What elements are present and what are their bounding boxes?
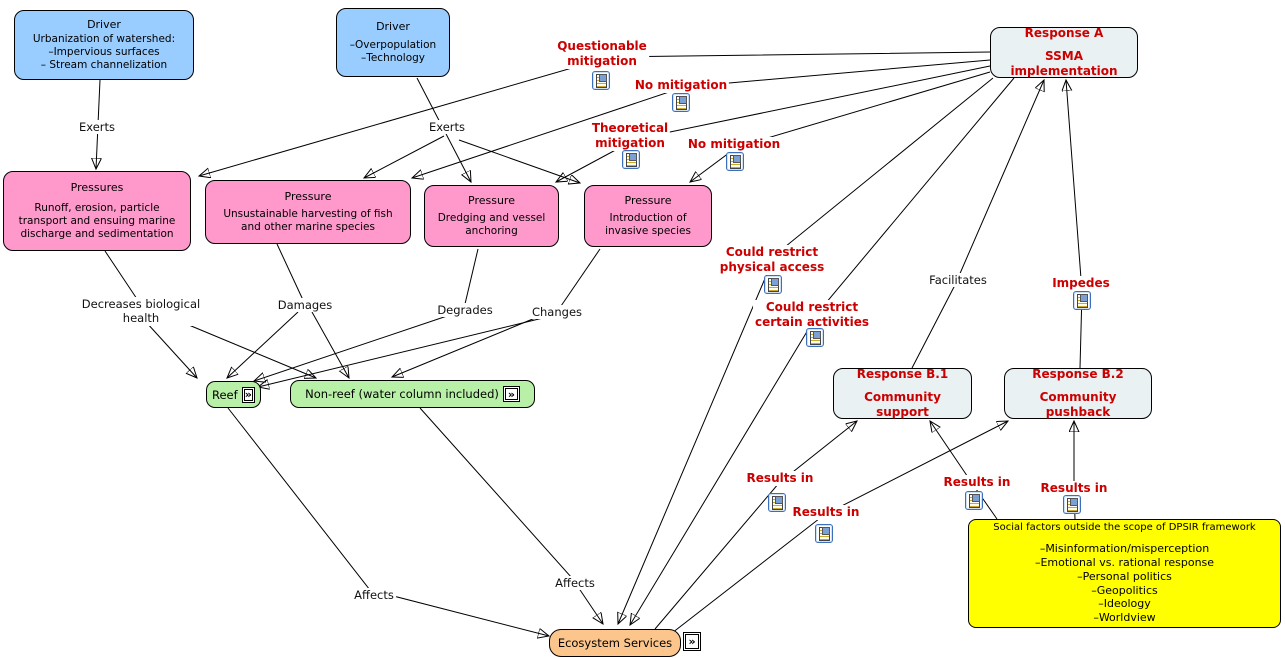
- edge-label-results-in-2[interactable]: Results in: [790, 505, 862, 520]
- node-label: Ecosystem Services: [557, 636, 673, 650]
- node-body: Introduction of invasive species: [605, 211, 691, 238]
- edge-label-results-in-3[interactable]: Results in: [941, 475, 1013, 490]
- node-pressures-runoff[interactable]: Pressures Runoff, erosion, particle tran…: [3, 171, 191, 251]
- node-title: Social factors outside the scope of DPSI…: [993, 522, 1256, 534]
- edge-damages-nonreef: [311, 311, 349, 378]
- edge-pressure2-damages-feeder: [276, 243, 304, 301]
- node-title: Pressure: [468, 193, 515, 207]
- edge-label-facilitates[interactable]: Facilitates: [927, 273, 989, 288]
- resource-icon[interactable]: [672, 93, 690, 112]
- node-body: Dredging and vessel anchoring: [437, 211, 546, 238]
- node-title: Pressures: [70, 180, 124, 194]
- edge-exerts2-pressure2: [364, 135, 445, 178]
- node-body: Urbanization of watershed: –Impervious s…: [32, 32, 176, 72]
- edge-b2-impedes-responseA: [1066, 80, 1083, 369]
- edge-degrades-reef: [254, 314, 451, 381]
- resource-icon[interactable]: [768, 493, 786, 512]
- edge-label-affects-1[interactable]: Affects: [352, 588, 396, 603]
- node-driver-overpopulation[interactable]: Driver –Overpopulation –Technology: [336, 8, 450, 77]
- edge-ecosystem-resultsin-b2: [671, 421, 1008, 634]
- resource-icon[interactable]: [806, 328, 824, 347]
- node-body: SSMA implementation: [1010, 48, 1118, 78]
- edge-social-resultsin-b1: [930, 421, 998, 520]
- edge-changes-reef: [258, 317, 544, 387]
- edge-decreases-nonreef: [171, 317, 316, 378]
- edge-label-degrades[interactable]: Degrades: [435, 303, 495, 318]
- resource-icon[interactable]: [1063, 495, 1081, 514]
- node-title: Driver: [87, 17, 121, 31]
- edge-label-exerts-1[interactable]: Exerts: [76, 120, 118, 135]
- edge-label-decreases-biological-health[interactable]: Decreases biological health: [79, 297, 203, 326]
- edge-label-theoretical-mitigation[interactable]: Theoretical mitigation: [589, 121, 671, 151]
- edge-label-exerts-2[interactable]: Exerts: [426, 120, 468, 135]
- edge-decreases-reef: [145, 321, 197, 378]
- annotation-chevrons-icon[interactable]: »: [502, 386, 520, 402]
- node-title: Response A: [1024, 26, 1104, 41]
- edge-label-affects-2[interactable]: Affects: [553, 576, 597, 591]
- node-title: Pressure: [624, 193, 672, 207]
- node-social-factors[interactable]: Social factors outside the scope of DPSI…: [968, 519, 1281, 628]
- edge-label-questionable-mitigation[interactable]: Questionable mitigation: [555, 39, 649, 69]
- edge-label-results-in-4[interactable]: Results in: [1038, 481, 1110, 496]
- node-response-a[interactable]: Response A SSMA implementation: [990, 26, 1138, 78]
- node-response-b1[interactable]: Response B.1 Community support: [833, 367, 972, 419]
- node-label: Non-reef (water column included): [305, 387, 499, 401]
- node-pressure-invasive[interactable]: Pressure Introduction of invasive specie…: [584, 185, 712, 247]
- edge-b1-facilitates-responseA: [911, 80, 1044, 369]
- node-title: Response B.1: [856, 367, 949, 382]
- annotation-chevrons-icon[interactable]: »: [683, 632, 701, 651]
- node-response-b2[interactable]: Response B.2 Community pushback: [1004, 367, 1152, 419]
- annotation-chevrons-icon[interactable]: »: [241, 386, 255, 403]
- edge-label-could-restrict-certain-activities[interactable]: Could restrict certain activities: [753, 300, 871, 330]
- edge-pressures-decreases-feeder: [104, 250, 142, 306]
- node-ecosystem-services[interactable]: Ecosystem Services: [549, 629, 681, 657]
- resource-icon[interactable]: [726, 152, 744, 171]
- edge-label-damages[interactable]: Damages: [275, 298, 335, 313]
- edge-label-results-in-1[interactable]: Results in: [744, 471, 816, 486]
- node-title: Pressure: [284, 189, 332, 203]
- node-pressure-dredging[interactable]: Pressure Dredging and vessel anchoring: [424, 185, 559, 247]
- resource-icon[interactable]: [965, 491, 983, 510]
- node-nonreef[interactable]: Non-reef (water column included) »: [290, 380, 535, 408]
- edge-changes-nonreef: [392, 315, 541, 377]
- resource-icon[interactable]: [764, 275, 782, 294]
- edge-exerts2-pressure4: [458, 139, 580, 183]
- edge-nonreef-affects-ecosystem: [419, 407, 603, 624]
- node-pressure-harvesting[interactable]: Pressure Unsustainable harvesting of fis…: [205, 180, 411, 244]
- resource-icon[interactable]: [592, 71, 610, 90]
- node-body: Runoff, erosion, particle transport and …: [18, 201, 176, 241]
- edge-label-no-mitigation-1[interactable]: No mitigation: [632, 78, 730, 93]
- resource-icon[interactable]: [1073, 291, 1091, 310]
- node-label: Reef: [212, 387, 238, 402]
- node-body: Unsustainable harvesting of fish and oth…: [223, 207, 393, 234]
- node-title: Driver: [376, 19, 410, 33]
- resource-icon[interactable]: [622, 150, 640, 169]
- node-body: Community pushback: [1039, 389, 1117, 419]
- edge-pressure3-degrades-feeder: [464, 248, 479, 305]
- node-body: –Misinformation/misperception –Emotional…: [1034, 542, 1215, 624]
- node-body: –Overpopulation –Technology: [349, 38, 437, 65]
- edge-pressure4-changes-feeder: [560, 248, 601, 307]
- node-reef[interactable]: Reef »: [206, 381, 261, 408]
- resource-icon[interactable]: [815, 524, 833, 543]
- node-body: Community support: [864, 389, 941, 419]
- node-driver-urbanization[interactable]: Driver Urbanization of watershed: –Imper…: [14, 10, 194, 80]
- edge-responseA-couldphysical-ecosystem: [618, 77, 994, 624]
- edge-label-impedes[interactable]: Impedes: [1050, 276, 1112, 291]
- node-title: Response B.2: [1032, 367, 1124, 382]
- edge-label-could-restrict-physical-access[interactable]: Could restrict physical access: [717, 245, 827, 275]
- edge-damages-reef: [227, 311, 299, 378]
- edge-label-no-mitigation-2[interactable]: No mitigation: [685, 137, 783, 152]
- edge-label-changes[interactable]: Changes: [529, 305, 585, 320]
